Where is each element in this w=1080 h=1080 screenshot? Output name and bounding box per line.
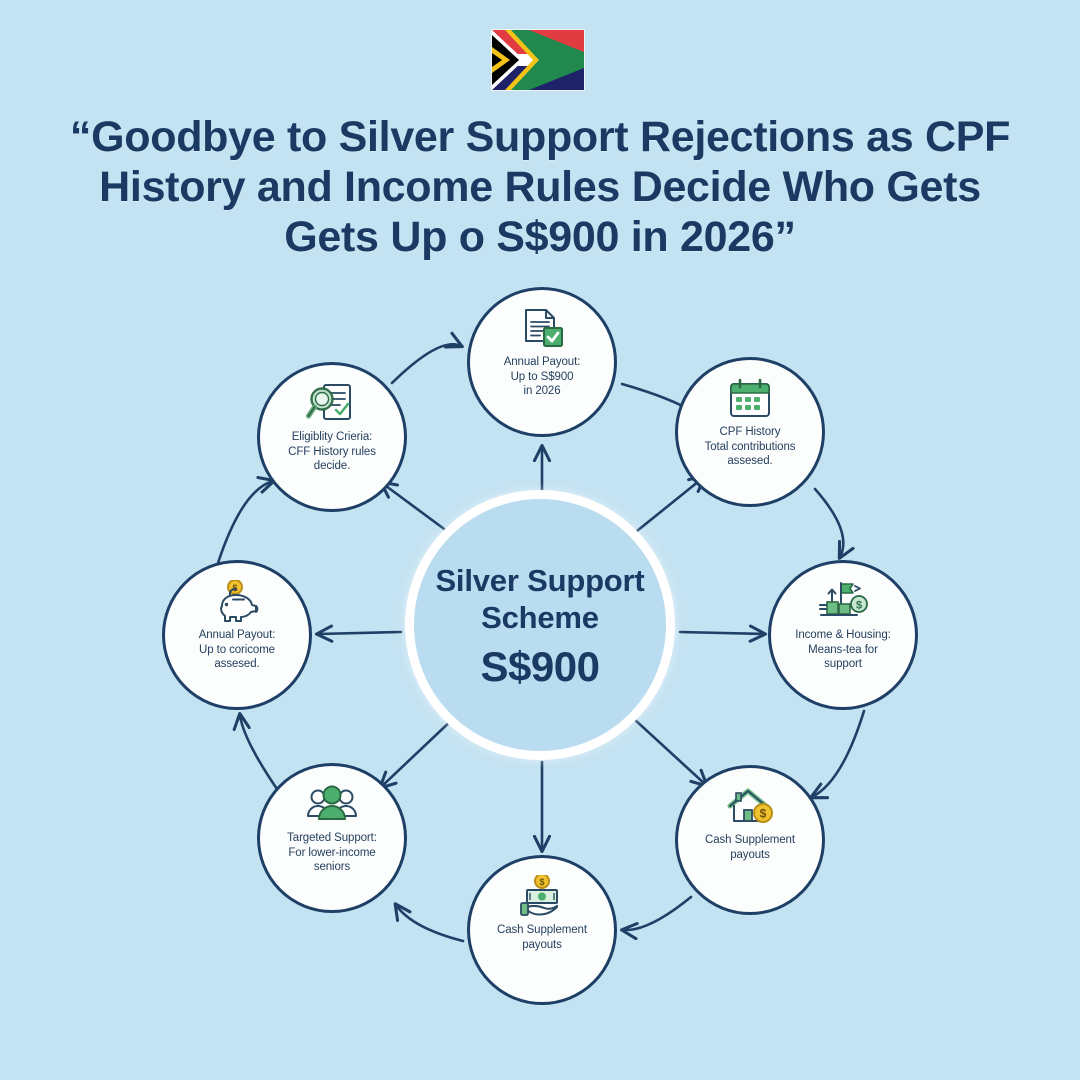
node-line: payouts bbox=[730, 848, 770, 861]
node-label: Targeted Support: For lower-income senio… bbox=[269, 831, 395, 875]
calendar-icon bbox=[723, 377, 777, 421]
node-line: For lower-income bbox=[288, 846, 376, 859]
svg-text:$: $ bbox=[539, 877, 544, 887]
radial-to-targeted bbox=[378, 715, 457, 790]
title-line-3: Gets Up o S$900 in 2026” bbox=[284, 213, 796, 261]
node-line: Up to S$900 bbox=[510, 370, 574, 383]
title-line-1: “Goodbye to Silver Support Rejections as… bbox=[69, 113, 1011, 161]
node-line: Up to coricome bbox=[199, 643, 275, 656]
node-label: Annual Payout: Up to S$900 in 2026 bbox=[479, 355, 605, 399]
node-annual-payout-2026[interactable]: Annual Payout: Up to S$900 in 2026 bbox=[467, 287, 617, 437]
piggy-bank-coin-icon: $ bbox=[210, 580, 264, 624]
node-line: decide. bbox=[313, 460, 351, 472]
node-line: Annual Payout: bbox=[503, 356, 581, 368]
node-cash-supplement-housing[interactable]: $ Cash Supplement payouts bbox=[675, 765, 825, 915]
node-line: Eligiblity Crieria: bbox=[291, 431, 373, 443]
document-check-icon bbox=[515, 307, 569, 351]
hand-money-icon: $ bbox=[515, 875, 569, 919]
node-cpf-history[interactable]: CPF History Total contributions assesed. bbox=[675, 357, 825, 507]
node-line: seniors bbox=[313, 861, 351, 873]
node-line: CPF History bbox=[719, 426, 781, 438]
node-line: Total contributions bbox=[704, 440, 796, 453]
growth-chart-flag-coin-icon: $ bbox=[816, 580, 870, 624]
node-cash-supplement-payouts[interactable]: $ Cash Supplement payouts bbox=[467, 855, 617, 1005]
node-targeted-support[interactable]: Targeted Support: For lower-income senio… bbox=[257, 763, 407, 913]
radial-to-payout bbox=[314, 624, 403, 643]
node-label: Eligiblity Crieria: CFF History rules de… bbox=[269, 430, 395, 474]
node-line: assesed. bbox=[214, 658, 260, 670]
radial-to-income bbox=[678, 624, 768, 643]
node-income-housing[interactable]: $ Income & Housing: Means-tea for suppor… bbox=[768, 560, 918, 710]
center-hub: Silver Support Scheme S$900 bbox=[405, 490, 675, 760]
arc-income-to-house bbox=[809, 709, 866, 800]
south-africa-flag-icon bbox=[491, 29, 585, 91]
node-line: assesed. bbox=[727, 455, 773, 467]
page-title: “Goodbye to Silver Support Rejections as… bbox=[60, 112, 1020, 262]
node-line: payouts bbox=[522, 938, 562, 951]
node-label: Cash Supplement payouts bbox=[687, 833, 813, 862]
node-annual-payout-income[interactable]: $ Annual Payout: Up to coricome assesed. bbox=[162, 560, 312, 710]
svg-text:$: $ bbox=[232, 583, 237, 593]
magnifier-checklist-icon bbox=[305, 382, 359, 426]
svg-text:$: $ bbox=[760, 807, 767, 821]
arc-cpf-to-income bbox=[813, 487, 855, 560]
radial-to-house bbox=[631, 716, 709, 788]
node-line: Annual Payout: bbox=[198, 629, 276, 641]
svg-text:$: $ bbox=[856, 600, 862, 612]
node-eligibility-criteria[interactable]: Eligiblity Crieria: CFF History rules de… bbox=[257, 362, 407, 512]
node-line: support bbox=[824, 658, 862, 670]
node-line: Means-tea for bbox=[808, 643, 878, 656]
center-hub-label: Silver Support Scheme bbox=[435, 562, 645, 635]
node-label: Income & Housing: Means-tea for support bbox=[780, 628, 906, 672]
center-hub-amount: S$900 bbox=[480, 642, 600, 690]
node-line: Cash Supplement bbox=[497, 924, 587, 936]
arc-house-to-cash bbox=[619, 895, 693, 941]
arc-targeted-to-payout bbox=[232, 711, 279, 791]
node-line: Income & Housing: bbox=[795, 629, 891, 641]
node-line: CFF History rules bbox=[288, 445, 376, 458]
arc-cash-to-targeted bbox=[393, 902, 465, 943]
node-label: Cash Supplement payouts bbox=[479, 923, 605, 952]
node-label: Annual Payout: Up to coricome assesed. bbox=[174, 628, 300, 672]
node-label: CPF History Total contributions assesed. bbox=[687, 425, 813, 469]
title-line-2: History and Income Rules Decide Who Gets bbox=[99, 163, 981, 211]
people-group-icon bbox=[305, 783, 359, 827]
node-line: Targeted Support: bbox=[287, 832, 377, 844]
arc-eligibility-to-annual bbox=[390, 331, 464, 385]
house-coin-icon: $ bbox=[723, 785, 777, 829]
node-line: Cash Supplement bbox=[705, 834, 795, 846]
arc-payout-to-eligibility bbox=[216, 476, 276, 565]
node-line: in 2026 bbox=[523, 385, 561, 397]
radial-to-cpf bbox=[630, 474, 707, 537]
